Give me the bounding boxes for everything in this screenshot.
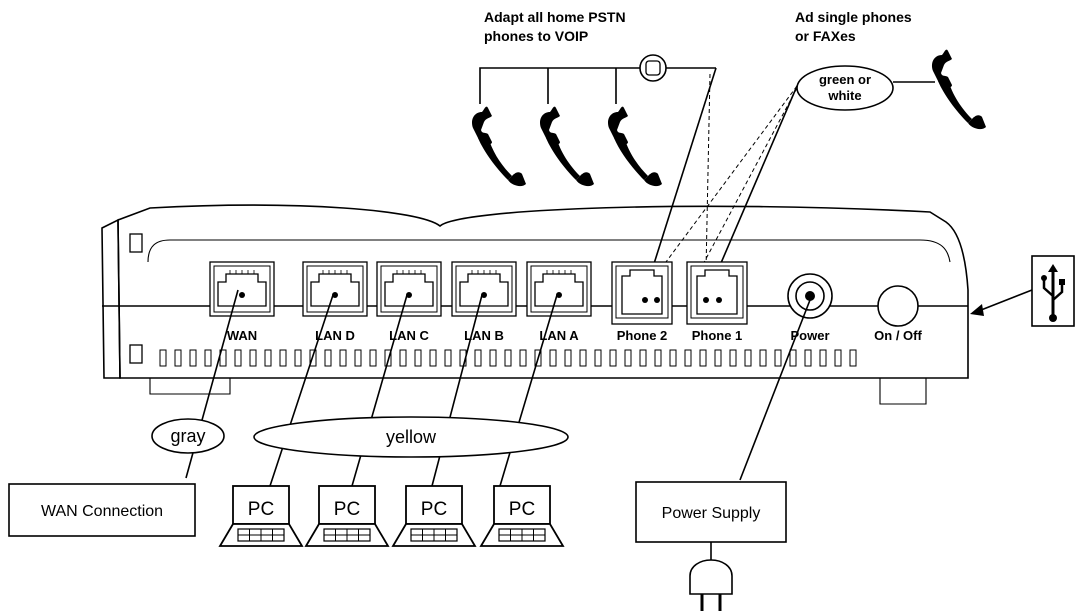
phone-splitter-icon — [639, 54, 667, 82]
vent-slot — [579, 349, 587, 367]
vent-slot — [594, 349, 602, 367]
vent-slot — [519, 349, 527, 367]
single-caption-line1: Ad single phones — [795, 9, 912, 25]
vent-slot — [684, 349, 692, 367]
vent-slot — [789, 349, 797, 367]
lan-c-port[interactable] — [376, 261, 442, 317]
vent-slot — [294, 349, 302, 367]
vent-slot — [249, 349, 257, 367]
vent-slot — [324, 349, 332, 367]
lan-d-port[interactable] — [302, 261, 368, 317]
wan-connection-box: WAN Connection — [8, 483, 196, 537]
single-phone-line — [717, 85, 798, 271]
vent-slot — [774, 349, 782, 367]
vent-slot — [729, 349, 737, 367]
svg-text:Power Supply: Power Supply — [662, 505, 761, 522]
lan-d-cable — [269, 294, 334, 487]
vent-slot — [204, 349, 212, 367]
vent-slot — [699, 349, 707, 367]
phone1-port[interactable] — [686, 261, 748, 325]
vent-slot — [714, 349, 722, 367]
on-off-switch[interactable] — [877, 285, 919, 327]
vent-slot — [189, 349, 197, 367]
laptop-icon: PC — [219, 485, 303, 547]
wan-port[interactable] — [209, 261, 275, 317]
power-cable — [739, 299, 811, 481]
port-label-lan-c: LAN C — [389, 328, 429, 343]
pc-label: PC — [421, 499, 447, 520]
port-label-lan-a: LAN A — [539, 328, 579, 343]
laptop-icon: PC — [305, 485, 389, 547]
svg-text:WAN Connection: WAN Connection — [41, 503, 163, 520]
vent-slot — [399, 349, 407, 367]
pc-label: PC — [248, 499, 274, 520]
vent-slot — [279, 349, 287, 367]
vent-slot — [654, 349, 662, 367]
vent-slot — [564, 349, 572, 367]
vent-slot — [429, 349, 437, 367]
vent-slot — [444, 349, 452, 367]
svg-text:white: white — [827, 88, 861, 103]
vent-slot — [834, 349, 842, 367]
lan-a-cable — [499, 294, 558, 487]
port-label-lan-b: LAN B — [464, 328, 504, 343]
vent-slot — [234, 349, 242, 367]
phone-handset-icon — [472, 106, 526, 187]
vent-slot — [339, 349, 347, 367]
vent-slot — [759, 349, 767, 367]
phone-bus-line — [479, 67, 640, 104]
port-label-wan: WAN — [227, 328, 257, 343]
vent-slot — [819, 349, 827, 367]
power-plug-icon — [689, 559, 733, 611]
vent-slot — [264, 349, 272, 367]
svg-text:yellow: yellow — [386, 427, 437, 447]
vent-slot — [804, 349, 812, 367]
single-caption-line2: or FAXes — [795, 28, 856, 44]
vent-slot — [609, 349, 617, 367]
phone2-port[interactable] — [611, 261, 673, 325]
phone-handset-icon — [540, 106, 594, 187]
vent-slot — [549, 349, 557, 367]
color-tag-lan: yellow — [253, 416, 569, 458]
port-label-phone2: Phone 2 — [617, 328, 668, 343]
vent-slot — [489, 349, 497, 367]
vent-slot — [414, 349, 422, 367]
usb-icon — [1031, 255, 1075, 327]
svg-text:green or: green or — [819, 72, 871, 87]
lan-a-port[interactable] — [526, 261, 592, 317]
vent-slot — [744, 349, 752, 367]
power-jack[interactable] — [787, 273, 833, 319]
vent-slot — [504, 349, 512, 367]
port-label-phone1: Phone 1 — [692, 328, 743, 343]
phones-caption-line2: phones to VOIP — [484, 28, 588, 44]
pc-label: PC — [334, 499, 360, 520]
phone-handset-icon — [608, 106, 662, 187]
svg-text:gray: gray — [170, 426, 205, 446]
port-label-power: Power — [790, 328, 829, 343]
vent-slot — [369, 349, 377, 367]
vent-slot — [849, 349, 857, 367]
pc-label: PC — [509, 499, 535, 520]
phones-caption-line1: Adapt all home PSTN — [484, 9, 626, 25]
port-label-lan-d: LAN D — [315, 328, 355, 343]
color-tag-phone: green or white — [796, 65, 894, 111]
lan-b-port[interactable] — [451, 261, 517, 317]
vent-slot — [354, 349, 362, 367]
vent-slot — [639, 349, 647, 367]
color-tag-wan: gray — [151, 418, 225, 454]
laptop-icon: PC — [392, 485, 476, 547]
port-label-onoff: On / Off — [874, 328, 922, 343]
vent-slot — [474, 349, 482, 367]
router-vents — [159, 349, 857, 367]
laptop-icon: PC — [480, 485, 564, 547]
vent-slot — [384, 349, 392, 367]
vent-slot — [174, 349, 182, 367]
phone-handset-icon — [932, 49, 986, 130]
pstn-to-phone2-line — [651, 67, 717, 271]
vent-slot — [159, 349, 167, 367]
vent-slot — [624, 349, 632, 367]
power-supply-box: Power Supply — [635, 481, 787, 543]
vent-slot — [669, 349, 677, 367]
